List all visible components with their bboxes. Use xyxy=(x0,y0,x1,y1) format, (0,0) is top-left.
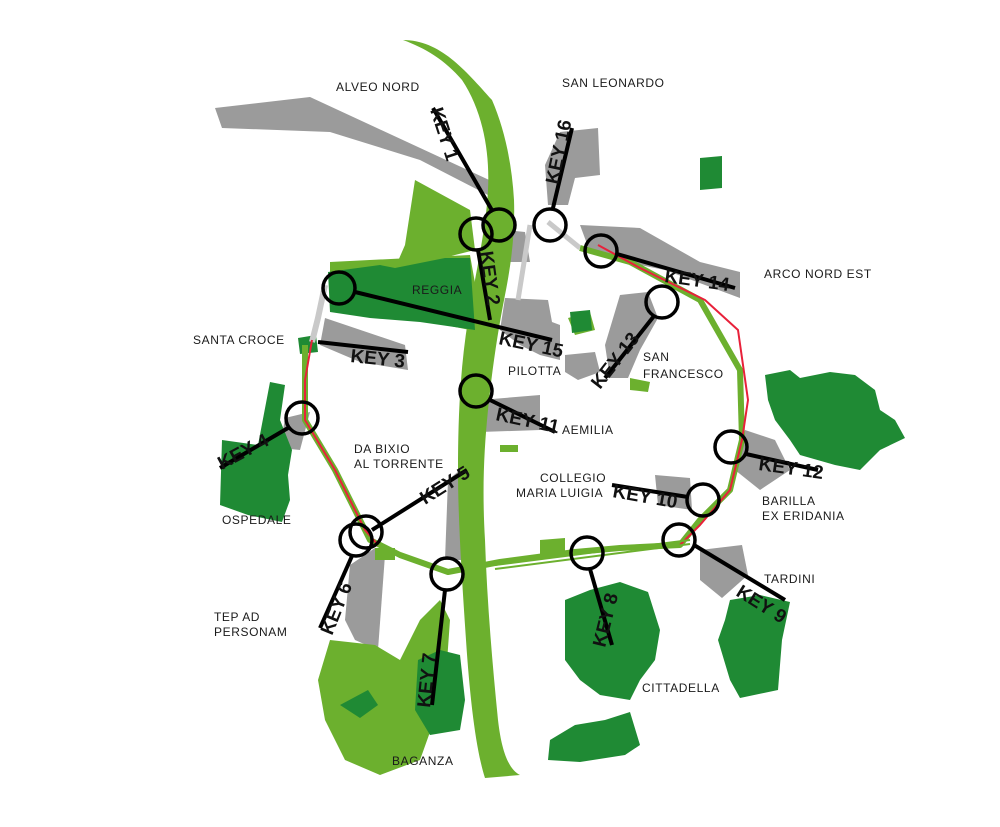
label-barilla-2: EX ERIDANIA xyxy=(762,509,845,523)
label-tep-2: PERSONAM xyxy=(214,625,287,639)
label-arco-nord-est: ARCO NORD EST xyxy=(764,267,872,281)
key-2-ring xyxy=(458,216,494,252)
label-da-bixio-1: DA BIXIO xyxy=(354,442,410,456)
key-6-ring-a xyxy=(338,522,374,558)
key-12-ring xyxy=(713,429,749,465)
route-grey-1 xyxy=(309,284,328,343)
park-ospedale xyxy=(220,382,292,522)
label-alveo-nord: ALVEO NORD xyxy=(336,80,420,94)
park-barilla-east xyxy=(765,370,905,470)
key-16-ring xyxy=(532,207,568,243)
route-south-line-a xyxy=(494,539,691,566)
building-tep xyxy=(345,548,385,650)
key-15-leader xyxy=(354,290,553,342)
route-south-line-b xyxy=(494,543,691,570)
key-8-ring xyxy=(569,535,605,571)
key-10-leader xyxy=(611,483,689,499)
park-francesco-dark xyxy=(570,310,592,333)
building-pilotta-1 xyxy=(500,298,560,360)
park-francesco-strip xyxy=(630,378,650,392)
key-3-label: KEY 3 xyxy=(349,346,405,373)
label-tep-1: TEP AD xyxy=(214,610,260,624)
park-baganza-west xyxy=(318,600,450,775)
buildings-layer xyxy=(215,97,790,650)
key-16-leader xyxy=(551,127,574,209)
key-9-ring xyxy=(661,522,697,558)
key-13-ring xyxy=(644,284,680,320)
key-6-leader xyxy=(318,555,354,629)
park-south xyxy=(548,712,640,762)
label-da-bixio-2: AL TORRENTE xyxy=(354,457,444,471)
key-11-ring xyxy=(458,373,494,409)
key-10-ring xyxy=(685,482,721,518)
label-aemilia: AEMILIA xyxy=(562,423,614,437)
park-small-3 xyxy=(500,445,518,452)
building-reggia-strip xyxy=(320,318,408,370)
key-1-leader xyxy=(431,107,495,213)
building-tardini xyxy=(700,545,748,598)
label-ospedale: OSPEDALE xyxy=(222,513,292,527)
key-13-leader xyxy=(603,314,656,380)
route-grey-3 xyxy=(515,224,533,301)
label-reggia: REGGIA xyxy=(412,283,462,297)
key-12-leader xyxy=(745,452,819,472)
key-11-leader xyxy=(489,398,556,434)
key-5-leader xyxy=(370,468,469,532)
building-collegio xyxy=(655,475,692,510)
key-2-leader xyxy=(476,249,492,321)
route-red-west xyxy=(304,339,379,546)
building-barilla xyxy=(735,430,790,490)
building-alveo-nord xyxy=(215,97,500,195)
park-small-north xyxy=(700,156,722,190)
building-san-francesco xyxy=(605,292,658,378)
key-7-ring xyxy=(429,556,465,592)
label-san-leonardo: SAN LEONARDO xyxy=(562,76,665,90)
label-san-francesco-1: SAN xyxy=(643,350,669,364)
label-cittadella: CITTADELLA xyxy=(642,681,720,695)
label-san-francesco-2: FRANCESCO xyxy=(643,367,724,381)
label-pilotta: PILOTTA xyxy=(508,364,561,378)
area-labels-layer: ALVEO NORD SAN LEONARDO REGGIA ARCO NORD… xyxy=(193,76,872,768)
key-4-ring xyxy=(284,400,320,436)
key-14-leader xyxy=(616,252,736,290)
label-tardini: TARDINI xyxy=(764,572,815,586)
building-bixio xyxy=(445,470,462,560)
park-tardini xyxy=(718,595,790,698)
label-barilla-1: BARILLA xyxy=(762,494,816,508)
label-santa-croce: SANTA CROCE xyxy=(193,333,285,347)
key-4-leader xyxy=(218,426,290,470)
label-collegio-1: COLLEGIO xyxy=(540,471,606,485)
key-6-ring-b xyxy=(348,514,384,550)
key-1-ring xyxy=(481,207,517,243)
key-3-leader xyxy=(317,340,409,354)
key-8-leader xyxy=(588,568,614,646)
keys-layer xyxy=(218,107,819,706)
park-small-2 xyxy=(540,538,565,555)
park-alveo-west xyxy=(395,180,475,268)
building-pilotta-2 xyxy=(565,352,600,380)
label-collegio-2: MARIA LUIGIA xyxy=(516,486,603,500)
key-14-ring xyxy=(583,233,619,269)
label-baganza: BAGANZA xyxy=(392,754,454,768)
park-tep-green xyxy=(340,690,378,718)
key-3-ring xyxy=(321,270,357,306)
key-9-leader xyxy=(692,543,787,602)
park-baganza-dark xyxy=(415,650,465,735)
key-7-leader xyxy=(430,589,447,706)
